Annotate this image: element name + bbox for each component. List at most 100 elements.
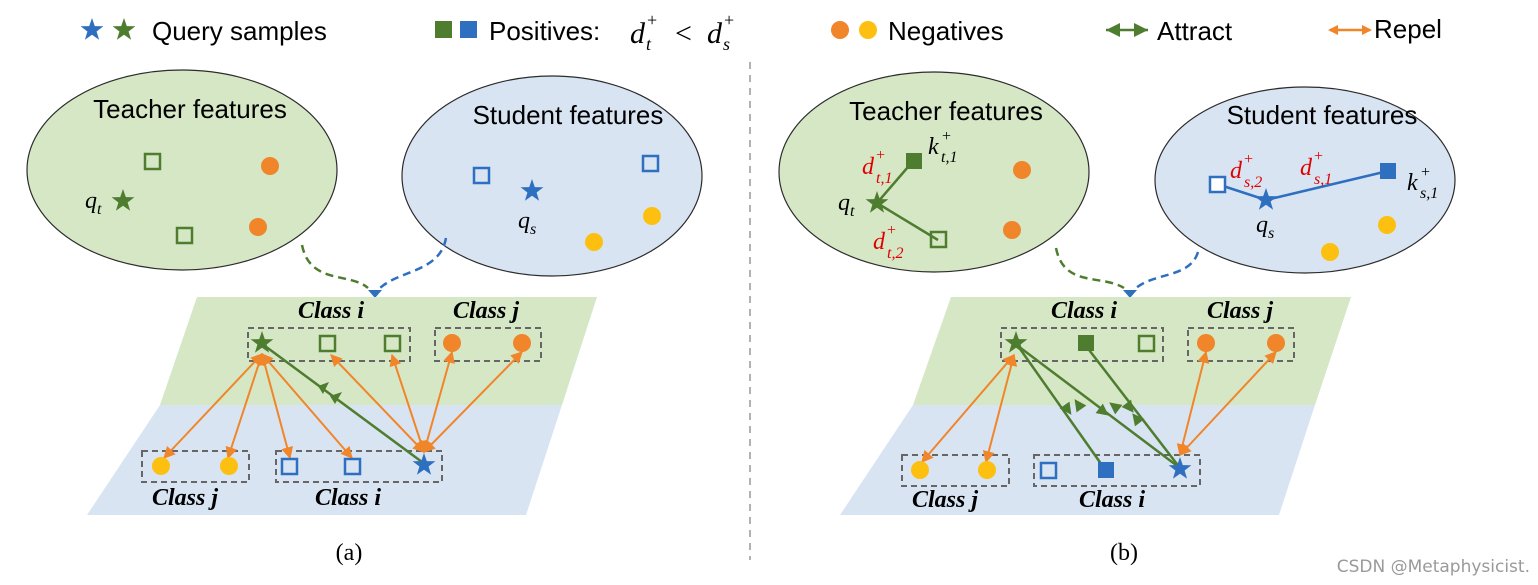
svg-text:s: s [723,34,730,54]
d-t1-label: d + t,1 [862,147,892,187]
class-i-bottom-b: Class i [1079,487,1145,513]
blue-square-hollow-icon [472,166,491,185]
orange-circle-icon [1267,334,1285,352]
blue-square-hollow-icon [280,457,299,476]
teacher-plane-a [160,297,597,405]
svg-text:s,2: s,2 [1244,174,1262,191]
class-i-bottom-a: Class i [315,485,381,511]
green-square-filled-icon [1078,335,1094,351]
legend-repel-label: Repel [1374,14,1442,44]
green-square-hollow-icon [929,230,948,249]
teacher-title-a: Teacher features [93,94,287,124]
svg-text:d: d [630,17,646,50]
k-t1-label: k + t,1 [928,128,957,166]
blue-square-filled-icon [1098,462,1114,478]
blue-square-hollow-icon [1039,461,1058,480]
attract-arrows-b [1016,345,1181,469]
qt-label-a: q t [85,188,102,218]
orange-circle-icon [1013,161,1031,179]
green-square-hollow-icon [143,152,162,171]
student-feature-space-a [401,75,703,277]
attract-arrow-a [264,344,423,464]
class-i-top-b: Class i [1051,298,1117,324]
orange-circle-icon [249,218,267,236]
legend-query-label: Query samples [152,16,327,46]
repel-arrows-b [921,350,1277,464]
svg-text:q: q [518,208,530,234]
svg-text:t,1: t,1 [941,149,957,166]
svg-text:+: + [647,10,657,30]
orange-circle-icon [261,157,279,175]
green-star-icon [112,18,136,40]
svg-text:s,1: s,1 [1420,185,1438,202]
svg-text:+: + [1314,148,1323,165]
panel-a: Teacher features q t Student features q … [26,69,703,566]
svg-text:+: + [1421,164,1430,181]
class-i-top-a: Class i [298,298,364,324]
svg-text:t: t [97,201,102,218]
legend-negatives-label: Negatives [888,16,1004,46]
class-i-group-bottom-b [1033,454,1201,487]
orange-circle-icon [1003,221,1021,239]
teacher-projection-b [1054,247,1125,290]
yellow-circle-icon [1378,216,1396,234]
yellow-circle-icon [859,21,877,39]
svg-text:+: + [1244,151,1253,168]
svg-text:q: q [1256,212,1268,238]
blue-square-hollow-icon [641,154,660,173]
svg-text:d: d [1230,158,1243,184]
yellow-circle-icon [1321,243,1339,261]
teacher-projection-a [300,244,369,289]
svg-text:+: + [942,128,951,145]
svg-text:s,1: s,1 [1314,171,1332,188]
svg-text:+: + [876,147,885,164]
d-s2-label: d + s,2 [1230,151,1262,191]
svg-text:q: q [838,190,850,216]
orange-circle-icon [831,21,849,39]
caption-a: (a) [336,540,363,566]
svg-text:t,2: t,2 [887,245,903,262]
student-projection-b [1135,251,1200,289]
d-t2-label: d + t,2 [873,222,903,262]
k-s1-label: k + s,1 [1407,164,1438,202]
svg-text:t,1: t,1 [876,170,892,187]
teacher-plane-b [913,297,1351,405]
orange-circle-icon [513,334,531,352]
yellow-circle-icon [585,233,603,251]
green-square-icon [435,21,452,38]
panel-b: Teacher features q t k + t,1 d + t,1 d +… [778,71,1456,566]
student-title-b: Student features [1227,100,1418,130]
green-square-hollow-icon [1137,334,1156,353]
repel-arrows-a [163,350,523,460]
class-j-top-a: Class j [453,298,519,324]
svg-text:q: q [85,188,97,214]
legend: Query samples Positives: d + t < d + s N… [80,10,1442,54]
attract-arrow-icon [1106,23,1148,37]
green-square-filled-icon [906,153,922,169]
class-j-bottom-b: Class j [912,487,978,513]
caption-b: (b) [1110,540,1138,566]
green-square-hollow-icon [318,334,337,353]
svg-text:d: d [1300,155,1313,181]
svg-text:k: k [928,134,939,160]
svg-text:d: d [707,17,723,50]
legend-positives-label: Positives: [489,16,600,46]
orange-circle-icon [1197,334,1215,352]
legend-attract-label: Attract [1157,16,1233,46]
qt-label-b: q t [838,190,855,220]
blue-square-hollow-icon [343,457,362,476]
svg-text:s: s [530,221,536,238]
d-s1-label: d + s,1 [1300,148,1332,188]
orange-circle-icon [443,334,461,352]
svg-text:t: t [850,203,855,220]
class-j-bottom-a: Class j [152,485,218,511]
student-projection-a [379,237,448,289]
yellow-circle-icon [220,457,238,475]
blue-square-icon [460,21,477,38]
svg-text:<: < [675,17,692,50]
svg-text:t: t [646,34,652,54]
blue-star-icon [80,18,104,40]
class-j-top-b: Class j [1207,298,1273,324]
repel-arrow-icon [1328,25,1372,35]
